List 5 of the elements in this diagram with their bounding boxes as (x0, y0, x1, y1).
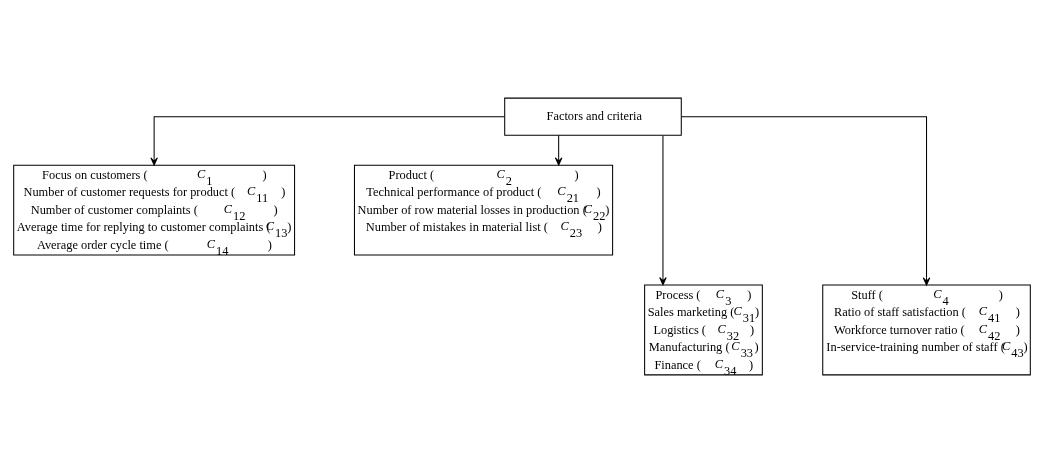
arrow (681, 115, 931, 285)
node-box: Factors and criteria (504, 97, 682, 136)
arrow (554, 134, 563, 166)
arrow (659, 134, 667, 285)
arrow (150, 115, 505, 166)
